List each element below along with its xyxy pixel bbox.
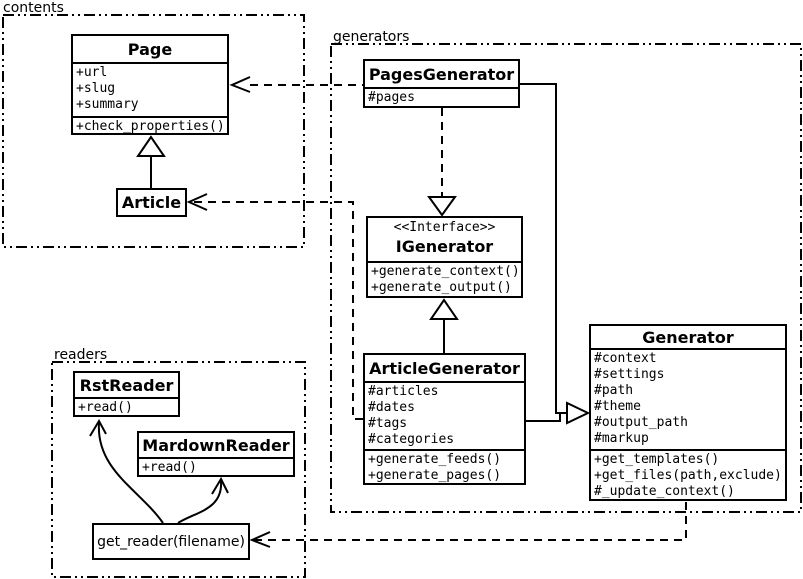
dependency-generator-to-getreader [249, 502, 687, 548]
attribute: #settings [594, 367, 665, 382]
class-box-articlegenerator: ArticleGenerator #articles #dates #tags … [363, 353, 526, 485]
package-label-contents: contents [3, 0, 64, 16]
attribute: +slug [76, 81, 116, 96]
methods-generator: +get_templates() +get_files(path,exclude… [591, 449, 785, 499]
package-label-generators: generators [333, 29, 410, 45]
class-name-pagesgenerator: PagesGenerator [368, 64, 515, 84]
generalization-articlegenerator-to-igenerator [429, 298, 459, 353]
class-box-generator: Generator #context #settings #path #them… [589, 324, 787, 501]
class-box-pagesgenerator: PagesGenerator #pages [363, 59, 520, 108]
class-name-generator: Generator [642, 327, 734, 347]
methods-rstreader: +read() [75, 397, 178, 415]
attribute: #context [594, 351, 657, 366]
method: +get_templates() [594, 452, 720, 467]
class-header-igenerator: <<Interface>> IGenerator [368, 218, 521, 261]
method: +generate_output() [371, 280, 512, 295]
attribute: #pages [368, 90, 415, 105]
method: +generate_pages() [368, 468, 502, 483]
attribute: #markup [594, 431, 649, 446]
attribute: #tags [368, 416, 408, 431]
attribute: #categories [368, 432, 455, 447]
attributes-generator: #context #settings #path #theme #output_… [591, 348, 785, 449]
class-box-page: Page +url +slug +summary +check_properti… [71, 34, 229, 135]
attribute: +url [76, 65, 108, 80]
dependency-articlegenerator-to-article [186, 193, 363, 420]
class-name-page: Page [127, 39, 173, 59]
attribute: #path [594, 383, 634, 398]
method: +read() [142, 460, 197, 475]
class-box-rstreader: RstReader +read() [73, 371, 180, 417]
method: +generate_context() [371, 264, 520, 279]
attribute: +summary [76, 97, 139, 112]
method: #_update_context() [594, 484, 735, 499]
class-name-mardownreader: MardownReader [142, 435, 290, 455]
class-name-article: Article [121, 193, 182, 212]
attribute: #articles [368, 384, 439, 399]
class-name-rstreader: RstReader [79, 375, 174, 395]
package-label-readers: readers [54, 347, 108, 363]
realization-pagesgenerator-to-igenerator [427, 108, 457, 217]
package-frame-readers [51, 361, 306, 578]
stereotype-interface: <<Interface>> [393, 220, 496, 235]
methods-igenerator: +generate_context() +generate_output() [368, 261, 521, 296]
method: +read() [78, 400, 133, 415]
class-box-igenerator: <<Interface>> IGenerator +generate_conte… [366, 216, 523, 298]
method: +check_properties() [76, 119, 225, 133]
methods-mardownreader: +read() [139, 457, 293, 475]
attribute: #dates [368, 400, 415, 415]
attribute: #output_path [594, 415, 688, 430]
method: +get_files(path,exclude) [594, 468, 782, 483]
methods-page: +check_properties() [73, 116, 227, 133]
class-name-articlegenerator: ArticleGenerator [369, 358, 520, 378]
function-box-get-reader: get_reader(filename) [92, 523, 250, 560]
attributes-articlegenerator: #articles #dates #tags #categories [365, 381, 524, 449]
attribute: #theme [594, 399, 641, 414]
method: +generate_feeds() [368, 452, 502, 467]
class-box-article: Article [116, 188, 187, 217]
package-frame-contents [2, 14, 305, 248]
methods-articlegenerator: +generate_feeds() +generate_pages() [365, 449, 524, 483]
dependency-pagesgenerator-to-page [229, 76, 363, 93]
generalization-generators-to-generator [520, 83, 591, 425]
attributes-pagesgenerator: #pages [365, 87, 518, 106]
arrow-getreader-to-mardownreader [177, 476, 229, 524]
arrow-getreader-to-rstreader [89, 418, 164, 524]
class-name-igenerator: IGenerator [395, 237, 494, 256]
attributes-page: +url +slug +summary [73, 62, 227, 116]
package-frame-generators [330, 43, 802, 513]
generalization-article-to-page [136, 135, 166, 188]
class-box-mardownreader: MardownReader +read() [137, 431, 295, 477]
